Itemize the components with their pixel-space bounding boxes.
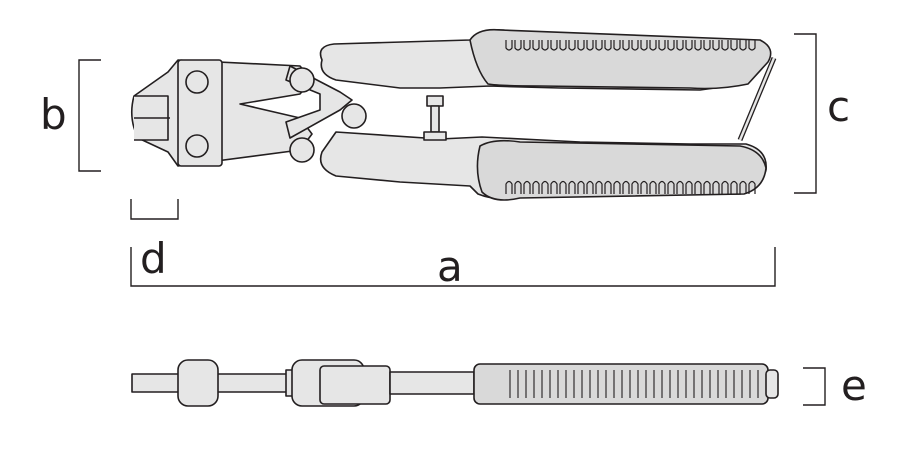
grip-rib	[559, 40, 567, 51]
grip-rib	[622, 40, 630, 51]
grip-rib	[604, 40, 612, 51]
grip-rib	[559, 180, 567, 194]
grip-rib	[739, 180, 747, 194]
grip-rib	[514, 180, 522, 194]
dimension-bracket-e	[803, 367, 826, 406]
grip-rib	[604, 180, 612, 194]
grip-rib	[577, 40, 585, 51]
pivot-bolt	[289, 67, 315, 93]
grip-rib	[667, 180, 675, 194]
grip-rib	[685, 40, 693, 51]
side-end-cap	[765, 369, 779, 399]
grip-rib	[694, 40, 702, 51]
grip-rib	[613, 40, 621, 51]
grip-rib	[631, 40, 639, 51]
dimension-label-d: d	[140, 234, 167, 283]
grip-rib	[667, 40, 675, 51]
cutter-side-view	[131, 359, 779, 407]
grip-rib	[739, 40, 747, 51]
dimension-bracket-c	[794, 33, 817, 194]
grip-rib	[523, 180, 531, 194]
spring-inner	[738, 57, 776, 141]
dimension-lines	[78, 33, 826, 406]
grip-rib	[748, 180, 756, 194]
grip-rib	[658, 180, 666, 194]
grip-rib	[568, 180, 576, 194]
lower-grip	[476, 139, 767, 201]
grip-rib	[586, 180, 594, 194]
grip-rib	[541, 180, 549, 194]
dimension-bracket-a	[130, 247, 776, 287]
grip-rib	[550, 180, 558, 194]
side-grip-ribs	[509, 370, 759, 398]
grip-rib	[505, 180, 513, 194]
grip-rib	[649, 180, 657, 194]
grip-rib	[532, 40, 540, 51]
grip-rib	[640, 180, 648, 194]
pivot-bolt	[185, 134, 209, 158]
grip-rib	[703, 40, 711, 51]
grip-rib	[640, 40, 648, 51]
upper-grip	[469, 28, 772, 90]
grip-rib	[712, 40, 720, 51]
cutter-top-view	[130, 28, 777, 201]
grip-rib	[730, 180, 738, 194]
grip-rib	[703, 180, 711, 194]
grip-rib	[586, 40, 594, 51]
grip-rib	[541, 40, 549, 51]
grip-rib	[649, 40, 657, 51]
grip-rib	[595, 180, 603, 194]
pivot-bolt	[185, 70, 209, 94]
adjust-screw-base	[423, 131, 447, 141]
dimension-bracket-b	[78, 59, 101, 172]
grip-rib	[676, 40, 684, 51]
grip-rib	[550, 40, 558, 51]
grip-rib	[712, 180, 720, 194]
grip-rib	[505, 40, 513, 51]
grip-rib	[595, 40, 603, 51]
grip-rib	[658, 40, 666, 51]
grip-rib	[748, 40, 756, 51]
pivot-bolt	[289, 137, 315, 163]
dimension-label-e: e	[841, 361, 867, 410]
grip-rib	[523, 40, 531, 51]
grip-rib	[568, 40, 576, 51]
grip-rib	[631, 180, 639, 194]
grip-rib	[685, 180, 693, 194]
grip-rib	[532, 180, 540, 194]
grip-rib	[676, 180, 684, 194]
side-handle-shaft	[389, 371, 475, 395]
side-jaw-plate	[177, 359, 219, 407]
grip-rib	[721, 180, 729, 194]
adjust-screw-shaft	[430, 105, 440, 133]
dimension-bracket-d	[130, 199, 179, 220]
grip-rib	[514, 40, 522, 51]
grip-ribs	[505, 40, 756, 194]
dimension-label-c: c	[827, 82, 851, 131]
grip-rib	[730, 40, 738, 51]
pivot-bolt	[341, 103, 367, 129]
side-pivot-cover	[319, 365, 391, 405]
grip-rib	[622, 180, 630, 194]
dimension-label-a: a	[437, 242, 463, 291]
grip-rib	[694, 180, 702, 194]
grip-rib	[721, 40, 729, 51]
grip-rib	[613, 180, 621, 194]
grip-rib	[577, 180, 585, 194]
adjust-screw-cap	[426, 95, 444, 107]
dimension-label-b: b	[40, 90, 67, 139]
